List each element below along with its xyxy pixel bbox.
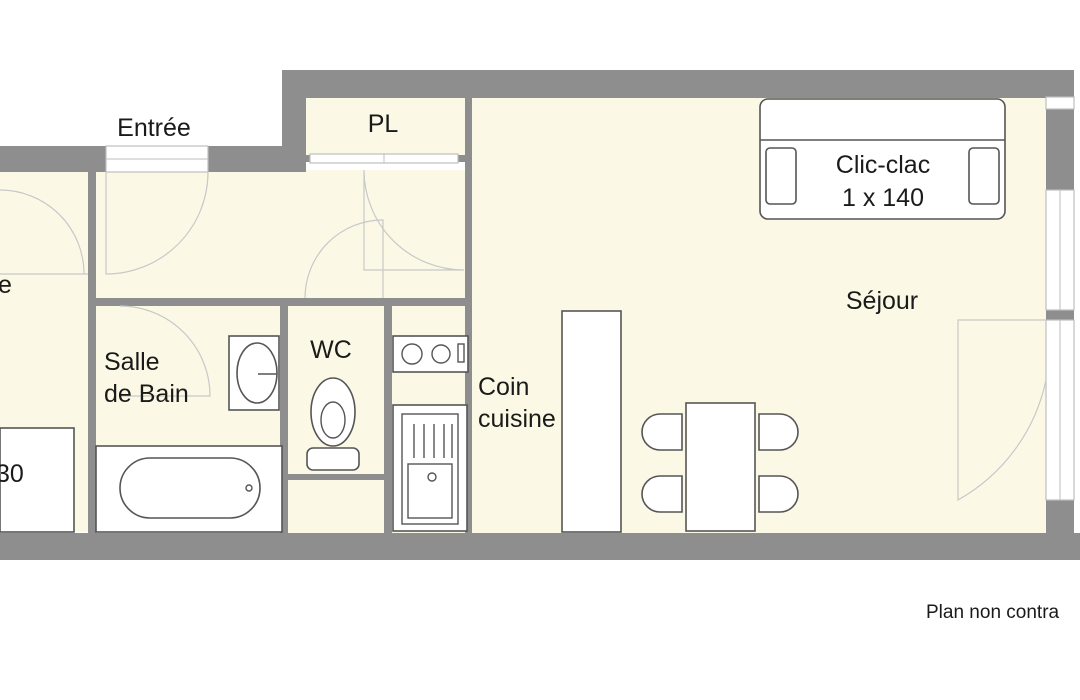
label-entree: Entrée xyxy=(117,114,191,142)
cooktop xyxy=(392,335,469,373)
bed-partial xyxy=(0,427,75,533)
entree-floor xyxy=(95,170,467,300)
label-cuisine: cuisine xyxy=(478,405,556,433)
label-wc: WC xyxy=(310,336,352,364)
kitchen-sink xyxy=(392,404,468,532)
wall-entree-bottom xyxy=(88,298,468,306)
wall-bottom xyxy=(0,533,1080,560)
bathroom-sink xyxy=(228,335,280,411)
dining-chairs xyxy=(641,413,799,513)
door-swings xyxy=(0,169,1047,502)
toilet xyxy=(306,377,360,471)
wall-bath-wc xyxy=(280,298,288,533)
bathtub xyxy=(95,445,283,533)
closet-floor xyxy=(287,480,385,533)
label-clic-clac: Clic-clac xyxy=(836,151,930,179)
window-swing xyxy=(957,319,1047,502)
room-labels: Entrée PL Séjour WC Salle de Bain Coin c… xyxy=(0,110,930,488)
wc-door-swing xyxy=(304,219,384,299)
dining-table xyxy=(685,402,756,532)
openings xyxy=(105,96,1075,501)
kitchen-counter xyxy=(561,310,622,533)
entry-door-swing xyxy=(105,171,209,275)
bath-door-swing xyxy=(119,305,211,397)
disclaimer-text: Plan non contra xyxy=(926,602,1060,623)
label-coin: Coin xyxy=(478,373,529,401)
clic-clac-sofa xyxy=(759,98,1006,220)
wall-top xyxy=(282,70,1074,98)
label-sejour: Séjour xyxy=(846,287,918,315)
wall-sejour-left xyxy=(465,97,472,533)
wall-chambre xyxy=(88,172,96,560)
label-clic-clac-size: 1 x 140 xyxy=(842,184,924,212)
living-door-swing xyxy=(363,169,465,271)
label-salle-line1: Salle xyxy=(104,348,160,376)
chambre-door-swing xyxy=(0,189,85,275)
wall-cap xyxy=(1045,96,1075,110)
pl-floor xyxy=(305,97,467,155)
label-pl: PL xyxy=(368,110,399,138)
label-chambre-partial: e xyxy=(0,271,12,299)
wall-wc-bottom xyxy=(288,474,384,480)
wall-wc-kitchen xyxy=(384,298,392,533)
fixtures xyxy=(0,98,1006,533)
label-bed-partial: 30 xyxy=(0,460,24,488)
label-salle-line2: de Bain xyxy=(104,380,189,408)
